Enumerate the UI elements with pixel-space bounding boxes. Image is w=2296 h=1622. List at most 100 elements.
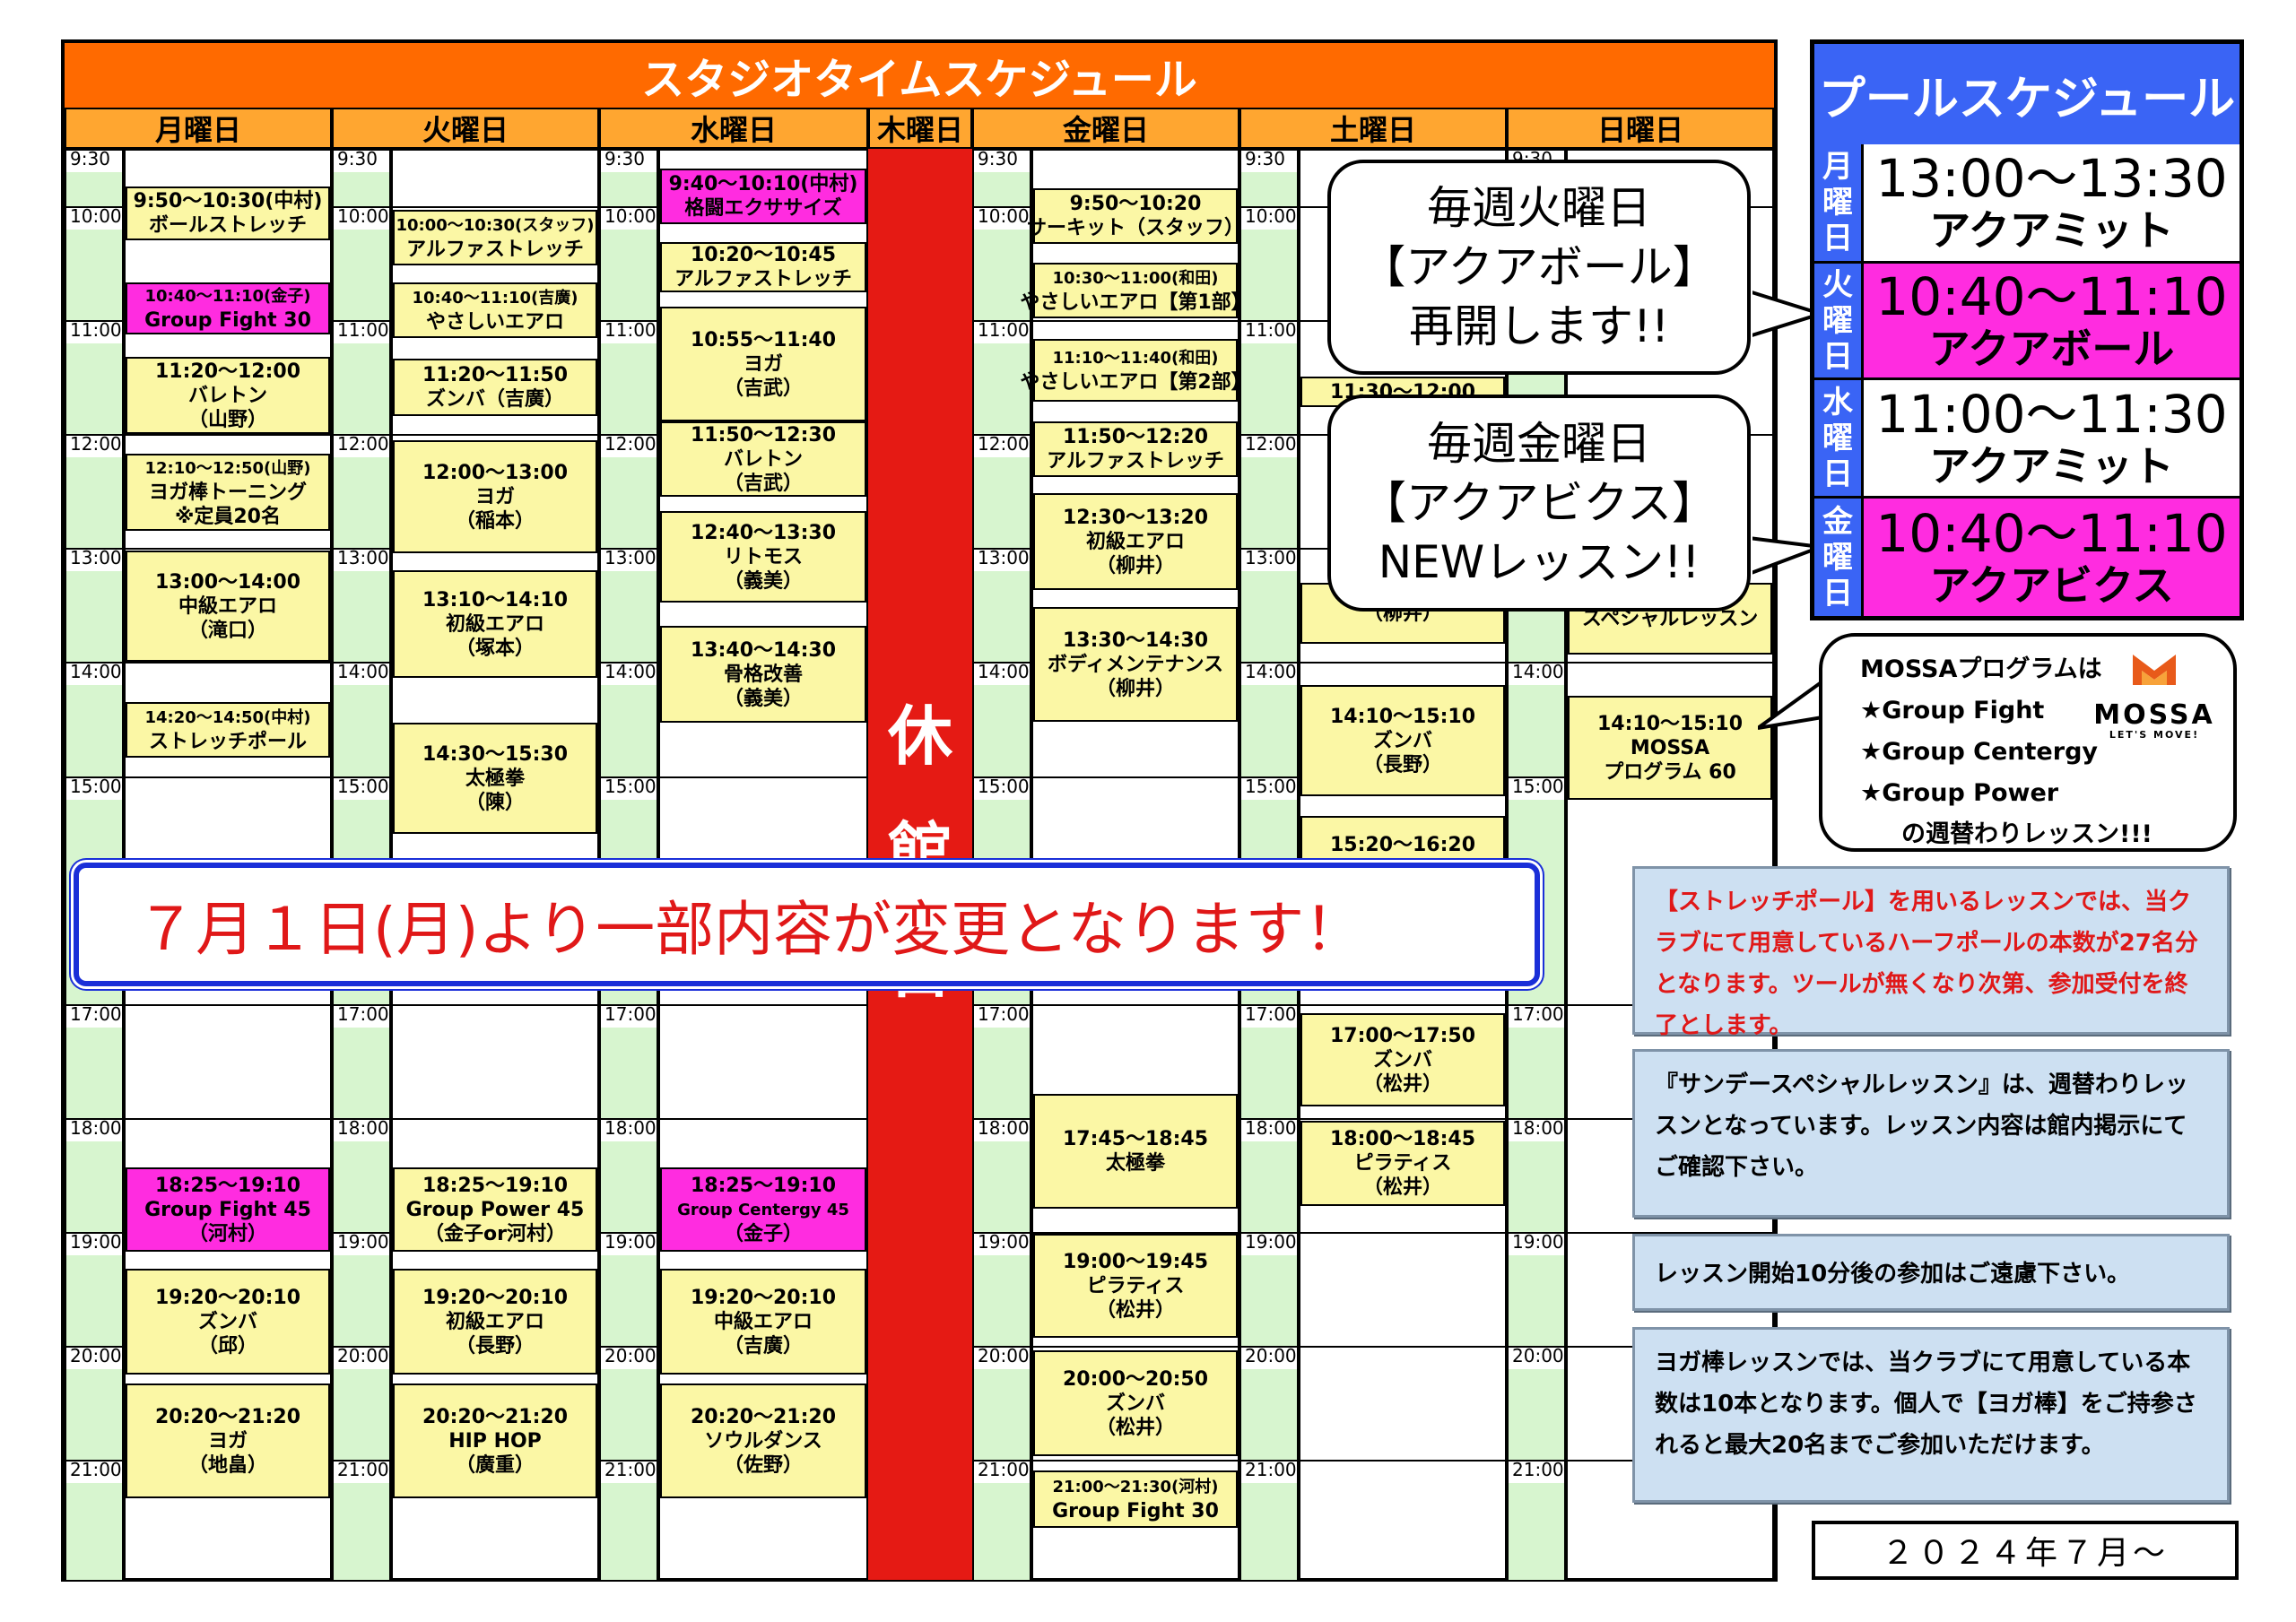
lesson-line: Group Fight 30 (1052, 1500, 1219, 1522)
hour-line (65, 434, 332, 436)
hour-line (65, 149, 332, 151)
pool-day-char: 曜 (1822, 539, 1853, 576)
time-label: 11:00 (1241, 320, 1297, 343)
lesson-line: 20:20～21:20 (422, 1405, 569, 1428)
lesson-line: アルファストレッチ (674, 268, 852, 291)
time-label: 20:00 (1509, 1346, 1564, 1369)
hour-line (599, 1004, 868, 1006)
lesson-line: 13:40～14:30 (690, 638, 837, 662)
lesson-line: やさしいエアロ【第2部】 (1020, 371, 1251, 394)
time-label: 12:00 (1241, 434, 1297, 457)
time-label: 20:00 (974, 1346, 1030, 1369)
time-label: 11:00 (974, 320, 1030, 343)
time-label: 21:00 (66, 1460, 122, 1483)
pool-day-label: 火曜日 (1814, 264, 1861, 380)
lesson-line: （柳井） (1095, 554, 1175, 577)
closed-char: 休 (887, 698, 952, 774)
lesson-line: （松井） (1362, 1176, 1442, 1199)
hour-line (972, 776, 1239, 778)
lesson-line: 11:50～12:30 (690, 423, 837, 447)
time-label: 19:00 (1509, 1232, 1564, 1255)
lesson-line: （義美） (723, 569, 803, 593)
lesson-line: （吉武） (723, 472, 803, 495)
pool-day-char: 日 (1822, 221, 1853, 256)
bubble-line: 再開します!! (1408, 300, 1670, 352)
mossa-item: ★Group Power (1860, 779, 2059, 807)
lesson-line: 14:10～15:10 (1329, 705, 1476, 728)
lesson-line: 18:25～19:10 (422, 1174, 569, 1197)
bubble-line: NEWレッスン!! (1378, 536, 1700, 588)
lesson-line: （柳井） (1095, 677, 1175, 700)
lesson-line: （義美） (723, 687, 803, 710)
lesson-line: Group Power 45 (405, 1198, 585, 1221)
time-label: 19:00 (974, 1232, 1030, 1255)
lesson-line: （稲本） (455, 509, 535, 533)
lesson-line: 11:10～11:40(和田) (1052, 349, 1219, 368)
time-label: 14:00 (66, 662, 122, 685)
hour-line (972, 1346, 1239, 1348)
pool-day-label: 金曜日 (1814, 499, 1861, 619)
lesson-line: 14:20～14:50(中村) (144, 708, 311, 727)
lesson-cell-mon: 12:10～12:50(山野)ヨガ棒トーニング※定員20名 (126, 454, 330, 531)
lesson-line: 12:30～13:20 (1062, 506, 1209, 529)
time-label: 13:00 (601, 548, 657, 571)
lesson-line: （吉武） (723, 377, 803, 400)
lesson-line: 21:00～21:30(河村) (1052, 1478, 1219, 1496)
time-label: 17:00 (66, 1004, 122, 1028)
lesson-line: ※定員20名 (174, 505, 281, 528)
lesson-line: 13:10～14:10 (422, 588, 569, 612)
hour-line (1239, 1118, 1507, 1120)
pool-day-char: 日 (1822, 575, 1853, 612)
lesson-line: 10:55～11:40 (690, 328, 837, 351)
time-label: 15:00 (334, 776, 389, 800)
lesson-line: 18:25～19:10 (690, 1174, 837, 1197)
hour-line (1507, 1232, 1774, 1234)
time-label: 13:00 (334, 548, 389, 571)
mossa-item: ★Group Fight (1860, 697, 2045, 724)
lesson-line: 12:40～13:30 (690, 521, 837, 544)
lesson-line: プログラム 60 (1604, 760, 1736, 784)
hour-line (65, 1118, 332, 1120)
time-label: 10:00 (66, 206, 122, 230)
info-text: 【ストレッチポール】を用いるレッスンでは、当クラブにて用意しているハーフポールの… (1655, 889, 2198, 1039)
time-label: 21:00 (334, 1460, 389, 1483)
pool-lesson-time: 10:40～11:10 (1875, 502, 2228, 564)
lesson-line: 12:00～13:00 (422, 461, 569, 484)
time-label: 19:00 (66, 1232, 122, 1255)
hour-line (972, 320, 1239, 322)
lesson-line: 格闘エクササイズ (684, 197, 842, 220)
time-label: 18:00 (66, 1118, 122, 1141)
lesson-line: 初級エアロ (1085, 530, 1185, 553)
lesson-line: 11:20～11:50 (422, 364, 569, 386)
hour-line (1239, 662, 1507, 664)
hour-line (332, 1004, 599, 1006)
hour-line (1507, 149, 1774, 151)
hour-line (1239, 1004, 1507, 1006)
lesson-line: バレトン (187, 384, 267, 407)
lesson-line: （吉廣） (723, 1334, 803, 1357)
hour-line (599, 776, 868, 778)
lesson-line: ヨガ (743, 352, 783, 376)
time-label: 20:00 (334, 1346, 389, 1369)
hour-line (972, 149, 1239, 151)
time-label: 12:00 (334, 434, 389, 457)
time-label: 21:00 (601, 1460, 657, 1483)
info-text: ヨガ棒レッスンでは、当クラブにて用意している本数は10本となります。個人で【ヨガ… (1655, 1349, 2197, 1459)
pool-lesson-name: アクアビクス (1929, 560, 2174, 610)
lesson-line: 10:40～11:10(金子) (144, 287, 311, 306)
hour-line (65, 776, 332, 778)
lesson-line: （佐野） (723, 1453, 803, 1477)
time-label: 9:30 (601, 149, 657, 172)
lesson-cell-fri: 10:30～11:00(和田)やさしいエアロ【第1部】 (1020, 263, 1251, 318)
pool-day-char: 月 (1822, 149, 1853, 185)
mossa-logo: MOSSA LET'S MOVE! (2083, 649, 2226, 741)
mossa-info-box: MOSSAプログラムは ★Group Fight ★Group Centergy… (1819, 633, 2237, 852)
hour-line (972, 1232, 1239, 1234)
